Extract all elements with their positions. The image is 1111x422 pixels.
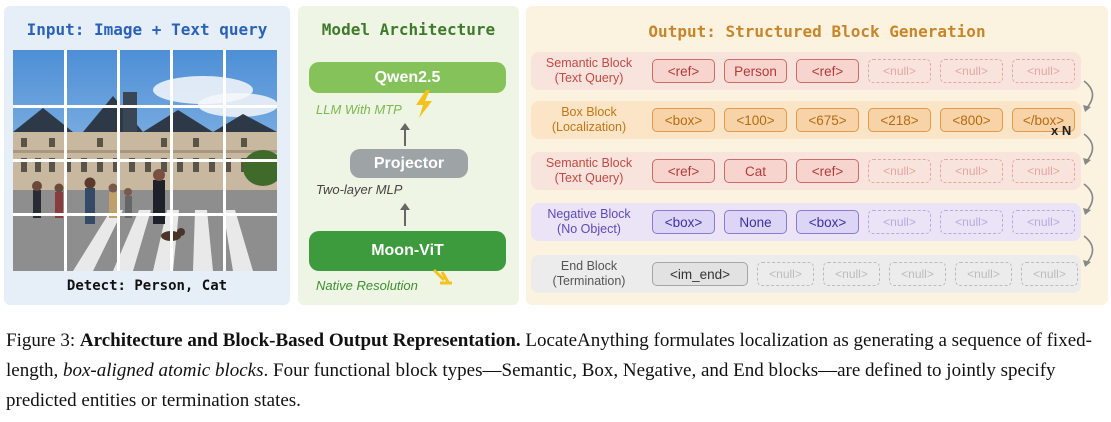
null-token: <null> — [940, 59, 1003, 83]
input-panel-title: Input: Image + Text query — [26, 20, 268, 39]
block-type-name: Semantic Block — [545, 56, 633, 70]
null-token: <null> — [1021, 262, 1078, 286]
block-row: Semantic Block(Text Query)<ref>Person<re… — [531, 52, 1081, 90]
null-token: <null> — [868, 210, 931, 234]
block-row: End Block(Termination)<im_end><null><nul… — [531, 255, 1081, 293]
projector-box: Projector — [350, 149, 468, 178]
block-row: Box Block(Localization)<box><100><675><2… — [531, 101, 1081, 139]
token-chip: <im_end> — [652, 262, 748, 286]
token-chip: <ref> — [652, 59, 715, 83]
curved-arrow-icon — [1083, 183, 1094, 213]
block-type-name: Semantic Block — [545, 156, 633, 170]
token-chip: <218> — [868, 108, 931, 132]
input-image — [13, 50, 283, 271]
block-type-label: Box Block(Localization) — [531, 101, 647, 139]
repeat-marker: x N — [1051, 123, 1072, 138]
block-row: Negative Block(No Object)<box>None<box><… — [531, 203, 1081, 241]
spark-icon — [432, 268, 452, 285]
caption-text-1: LocateAnything formulates localization a… — [6, 330, 1092, 381]
arrow-up-icon — [400, 123, 410, 146]
token-chip: <ref> — [796, 59, 859, 83]
row-connector-arrows — [1083, 80, 1094, 267]
arrow-up-icon — [400, 203, 410, 226]
token-chip: <675> — [796, 108, 859, 132]
token-chip: <box> — [652, 108, 715, 132]
token-chip: Person — [724, 59, 787, 83]
null-token: <null> — [1012, 210, 1075, 234]
block-type-label: Semantic Block(Text Query) — [531, 152, 647, 190]
moon-vit-sublabel: Native Resolution — [316, 278, 418, 293]
null-token: <null> — [955, 262, 1012, 286]
block-type-label: Negative Block(No Object) — [531, 203, 647, 241]
token-chip: <ref> — [652, 159, 715, 183]
null-token: <null> — [940, 159, 1003, 183]
figure-caption: Figure 3: Architecture and Block-Based O… — [6, 326, 1106, 416]
architecture-panel-title: Model Architecture — [321, 20, 496, 39]
null-token: <null> — [1012, 59, 1075, 83]
block-type-description: (No Object) — [557, 222, 621, 236]
null-token: <null> — [823, 262, 880, 286]
projector-sublabel: Two-layer MLP — [316, 182, 403, 197]
token-chip: <ref> — [796, 159, 859, 183]
null-token: <null> — [757, 262, 814, 286]
output-panel: Output: Structured Block Generation Sema… — [526, 6, 1108, 305]
block-type-description: (Localization) — [551, 120, 627, 134]
input-panel: Input: Image + Text query — [4, 6, 290, 305]
block-type-label: End Block(Termination) — [531, 255, 647, 293]
block-type-description: (Text Query) — [554, 71, 624, 85]
token-chip: <100> — [724, 108, 787, 132]
qwen-llm-box: Qwen2.5 — [309, 62, 506, 93]
block-type-label: Semantic Block(Text Query) — [531, 52, 647, 90]
city-hall-photo — [13, 50, 283, 271]
token-chip: <800> — [940, 108, 1003, 132]
curved-arrow-icon — [1083, 235, 1094, 265]
block-type-description: (Termination) — [552, 274, 626, 288]
token-chip: Cat — [724, 159, 787, 183]
caption-title: Architecture and Block-Based Output Repr… — [79, 330, 521, 351]
architecture-panel: Model Architecture Qwen2.5 LLM With MTP … — [298, 6, 519, 305]
curved-arrow-icon — [1083, 80, 1094, 110]
token-chip: <box> — [652, 210, 715, 234]
output-panel-title: Output: Structured Block Generation — [648, 22, 986, 41]
detect-query-label: Detect: Person, Cat — [66, 278, 228, 294]
token-chip: None — [724, 210, 787, 234]
null-token: <null> — [940, 210, 1003, 234]
block-type-name: Negative Block — [547, 207, 631, 221]
token-chip: </box> — [1012, 108, 1075, 132]
null-token: <null> — [868, 59, 931, 83]
block-type-name: Box Block — [561, 105, 617, 119]
block-type-name: End Block — [560, 259, 618, 273]
token-chip: <box> — [796, 210, 859, 234]
null-token: <null> — [889, 262, 946, 286]
caption-prefix: Figure 3: — [6, 330, 80, 351]
block-type-description: (Text Query) — [554, 171, 624, 185]
null-token: <null> — [868, 159, 931, 183]
caption-italic: box-aligned atomic blocks — [63, 360, 264, 381]
caption-text-2: . Four functional block types—Semantic, … — [6, 360, 1056, 411]
curved-arrow-icon — [1083, 133, 1094, 163]
lightning-icon — [416, 90, 432, 118]
block-row: Semantic Block(Text Query)<ref>Cat<ref><… — [531, 152, 1081, 190]
null-token: <null> — [1012, 159, 1075, 183]
qwen-sublabel: LLM With MTP — [316, 102, 402, 117]
moon-vit-box: Moon-ViT — [309, 231, 506, 271]
